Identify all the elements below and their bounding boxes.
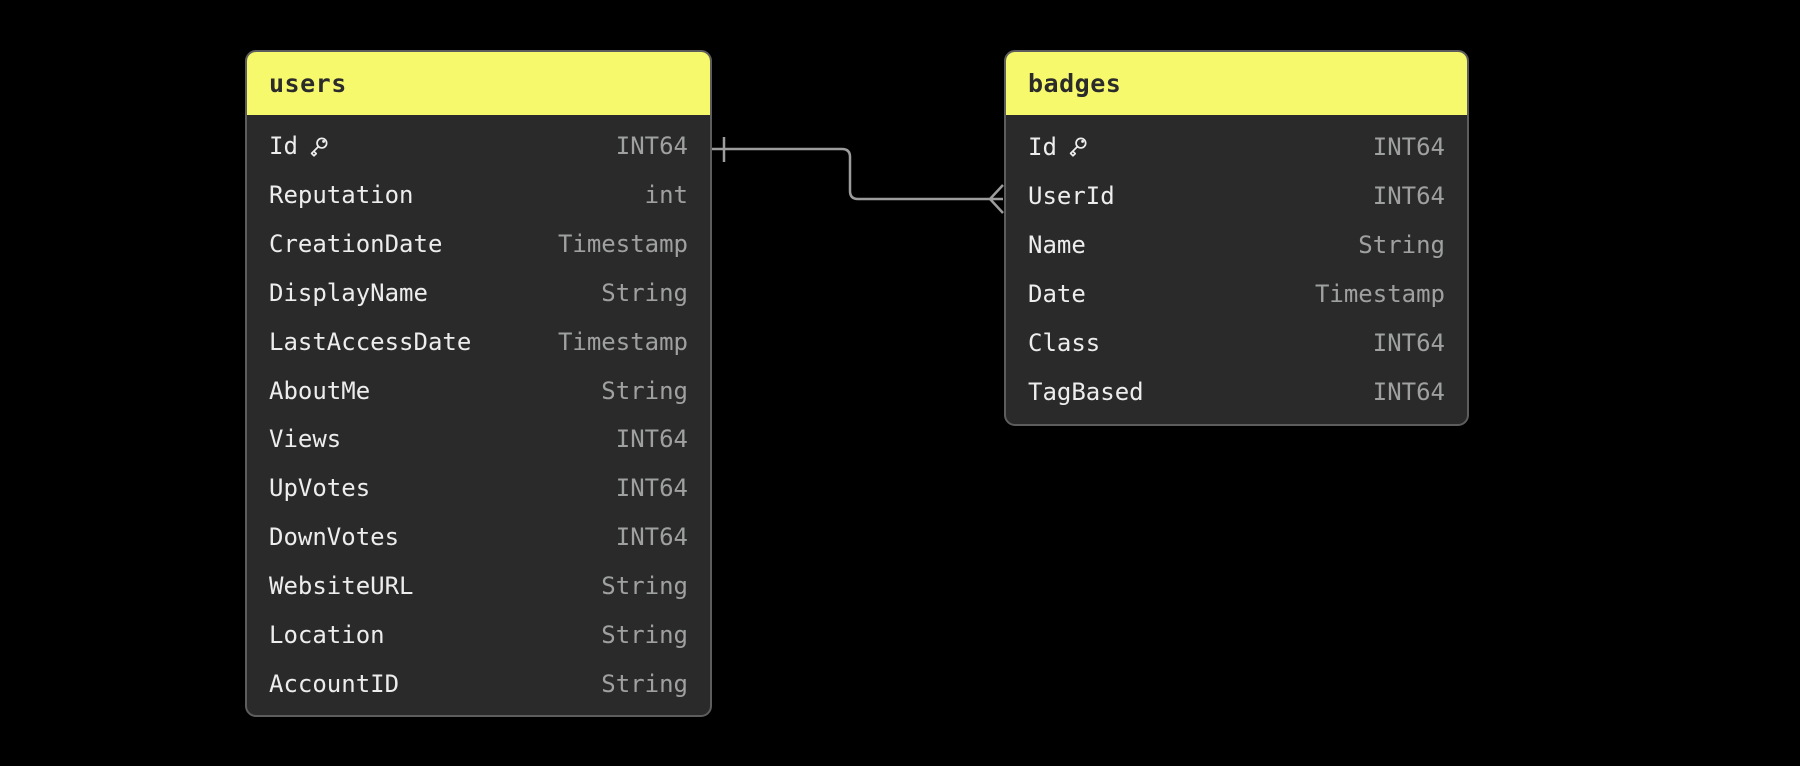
field-row[interactable]: LastAccessDate Timestamp [247,317,710,366]
field-row[interactable]: Id INT64 [1006,122,1467,171]
field-row[interactable]: UserId INT64 [1006,171,1467,220]
field-row[interactable]: Name String [1006,220,1467,269]
field-row[interactable]: Id INT64 [247,122,710,171]
field-type: INT64 [1372,329,1445,358]
field-type: INT64 [1372,132,1445,161]
primary-key-icon [1066,135,1089,158]
field-row[interactable]: DisplayName String [247,268,710,317]
field-name: Location [269,620,385,649]
field-name: UserId [1028,181,1115,210]
field-type: Timestamp [1314,280,1445,309]
field-type: INT64 [615,132,688,161]
primary-key-icon [307,135,330,158]
field-row[interactable]: Views INT64 [247,415,710,464]
field-name: Reputation [269,181,414,210]
field-row[interactable]: Reputation int [247,171,710,220]
field-row[interactable]: Location String [247,610,710,659]
field-name: AboutMe [269,376,371,405]
field-row[interactable]: Class INT64 [1006,319,1467,368]
field-type: INT64 [615,523,688,552]
cardinality-many-crowfoot [989,184,1004,214]
field-name: LastAccessDate [269,327,472,356]
field-name: TagBased [1028,378,1144,407]
table-name: badges [1028,69,1122,98]
field-type: INT64 [1372,181,1445,210]
field-type: Timestamp [557,327,688,356]
field-name: UpVotes [269,474,371,503]
field-row[interactable]: TagBased INT64 [1006,368,1467,417]
field-row[interactable]: Date Timestamp [1006,270,1467,319]
field-row[interactable]: UpVotes INT64 [247,464,710,513]
table-name: users [269,69,347,98]
field-row[interactable]: AccountID String [247,659,710,708]
field-type: String [1358,230,1445,259]
field-type: int [644,181,688,210]
field-type: INT64 [1372,378,1445,407]
field-name: Id [269,132,330,160]
field-type: INT64 [615,425,688,454]
field-type: String [601,278,688,307]
field-name: AccountID [269,669,400,698]
field-row[interactable]: DownVotes INT64 [247,513,710,562]
connector-line [712,147,990,201]
field-name: Date [1028,280,1086,309]
field-name: DownVotes [269,523,400,552]
field-name: Id [1028,133,1089,161]
field-name: DisplayName [269,278,428,307]
field-row[interactable]: CreationDate Timestamp [247,220,710,269]
field-type: String [601,669,688,698]
field-name: Name [1028,230,1086,259]
field-row[interactable]: WebsiteURL String [247,561,710,610]
field-type: Timestamp [557,230,688,259]
table-badges-header[interactable]: badges [1006,52,1467,115]
field-name: WebsiteURL [269,571,414,600]
field-name: CreationDate [269,230,443,259]
field-type: INT64 [615,474,688,503]
field-row[interactable]: AboutMe String [247,366,710,415]
field-type: String [601,571,688,600]
field-name: Views [269,425,342,454]
field-type: String [601,620,688,649]
table-users-header[interactable]: users [247,52,710,115]
field-name: Class [1028,329,1101,358]
field-type: String [601,376,688,405]
